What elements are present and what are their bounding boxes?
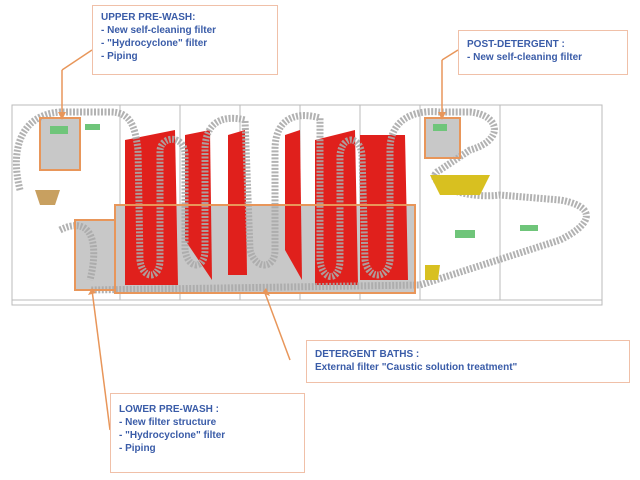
- upper-prewash-callout: UPPER PRE-WASH: - New self-cleaning filt…: [92, 5, 278, 75]
- callout-item: - "Hydrocyclone" filter: [101, 38, 208, 49]
- callout-item: - New self-cleaning filter: [101, 25, 217, 36]
- callout-item: - Piping: [119, 443, 156, 454]
- lower-prewash-callout: LOWER PRE-WASH : - New filter structure …: [110, 393, 305, 473]
- lower-prewash-area: [75, 220, 115, 290]
- callout-item: - Piping: [101, 51, 138, 62]
- callout-item: - New filter structure: [119, 417, 217, 428]
- callout-item: - New self-cleaning filter: [467, 52, 583, 63]
- upper-prewash-area: [40, 118, 80, 170]
- arrow-heads: [58, 112, 446, 296]
- callout-item: External filter "Caustic solution treatm…: [315, 362, 518, 373]
- tanks: [35, 124, 538, 280]
- post-detergent-callout: POST-DETERGENT : - New self-cleaning fil…: [458, 30, 628, 75]
- callout-title: POST-DETERGENT :: [467, 39, 565, 50]
- callout-title: UPPER PRE-WASH:: [101, 12, 196, 23]
- conveyor-path: [12, 108, 590, 294]
- callout-title: DETERGENT BATHS :: [315, 349, 420, 360]
- leader-lines: [61, 49, 459, 431]
- callout-item: - "Hydrocyclone" filter: [119, 430, 226, 441]
- detergent-baths-callout: DETERGENT BATHS : External filter "Caust…: [306, 340, 630, 383]
- callout-title: LOWER PRE-WASH :: [119, 404, 219, 415]
